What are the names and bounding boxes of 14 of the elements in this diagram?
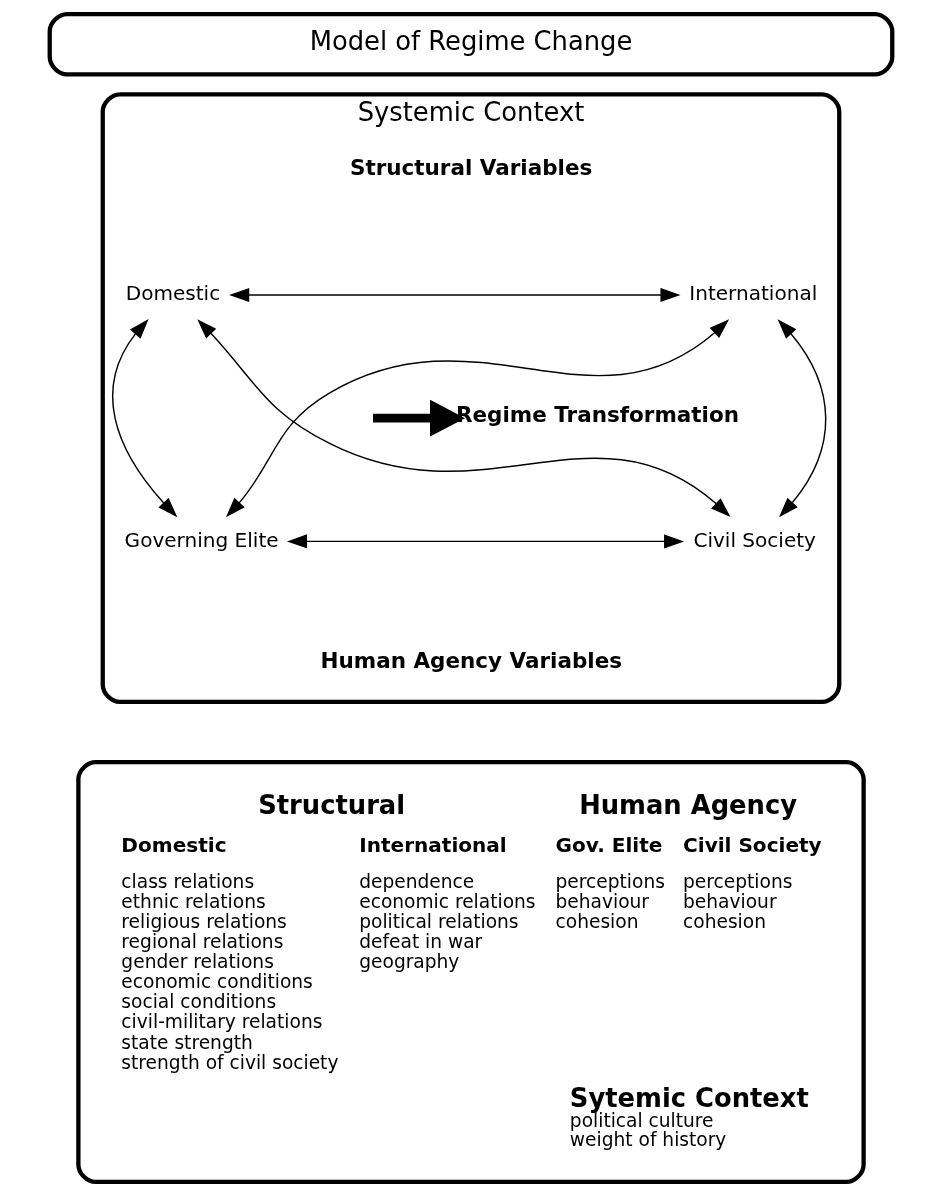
arrow bbox=[229, 287, 681, 302]
node-text: International bbox=[689, 281, 818, 306]
label: Human Agency Variables bbox=[320, 648, 623, 674]
node-text: Governing Elite bbox=[124, 527, 279, 552]
node-box: Model of Regime Change bbox=[47, 11, 895, 77]
node-text: Civil Society bbox=[693, 527, 817, 552]
node-box: Structural Human Agency Domestic International Gov. Elite Civil Society class relations ethnic relations religious relations regional relations gender relations economic conditions social conditions civil-military relations state strength strength of civil society dependence economic relations political relations defeat in war geography perceptions behaviour cohesion perceptions behaviour cohesion Sytemic Context political culture weight of history bbox=[76, 759, 866, 1185]
arrow bbox=[777, 319, 827, 518]
arrow bbox=[112, 319, 178, 518]
arrow bbox=[373, 399, 466, 437]
arrow bbox=[286, 534, 685, 549]
label: Structural Variables bbox=[349, 155, 593, 181]
node-text: Regime Transformation bbox=[455, 401, 739, 427]
node-text: Domestic bbox=[125, 281, 221, 306]
